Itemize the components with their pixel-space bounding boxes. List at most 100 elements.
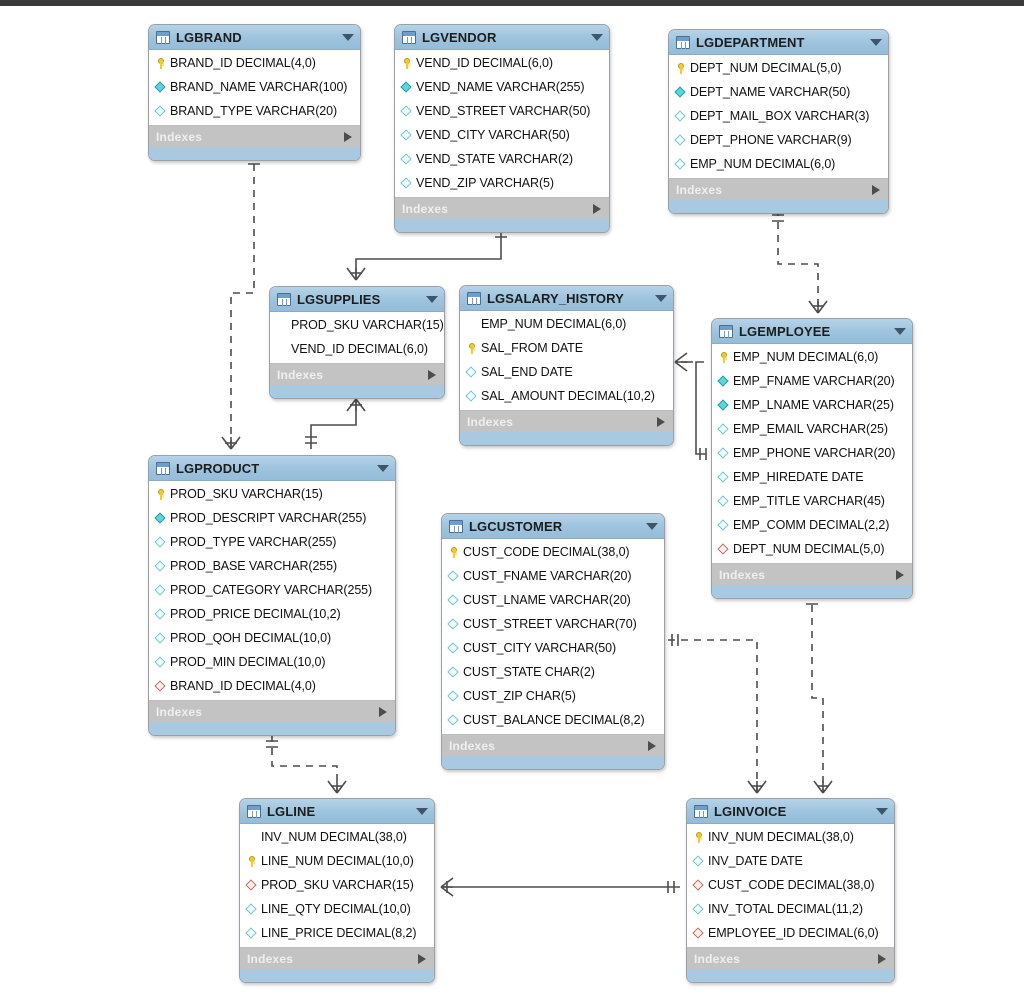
table-row[interactable]: DEPT_MAIL_BOX VARCHAR(3) — [669, 104, 888, 128]
chevron-right-icon[interactable] — [657, 416, 665, 427]
indexes-section-lgsalary_history[interactable]: Indexes — [460, 410, 673, 432]
indexes-section-lgdepartment[interactable]: Indexes — [669, 178, 888, 200]
table-row[interactable]: PROD_SKU VARCHAR(15) — [240, 873, 434, 897]
chevron-down-icon[interactable] — [646, 522, 658, 530]
table-row[interactable]: CUST_CITY VARCHAR(50) — [442, 636, 664, 660]
table-row[interactable]: EMP_LNAME VARCHAR(25) — [712, 393, 912, 417]
table-row[interactable]: PROD_QOH DECIMAL(10,0) — [149, 626, 395, 650]
chevron-right-icon[interactable] — [878, 953, 886, 964]
table-row[interactable]: DEPT_NUM DECIMAL(5,0) — [669, 56, 888, 80]
table-row[interactable]: INV_TOTAL DECIMAL(11,2) — [687, 897, 894, 921]
table-header-lgemployee[interactable]: LGEMPLOYEE — [712, 319, 912, 344]
table-row[interactable]: VEND_CITY VARCHAR(50) — [395, 123, 609, 147]
chevron-right-icon[interactable] — [896, 569, 904, 580]
table-row[interactable]: EMP_EMAIL VARCHAR(25) — [712, 417, 912, 441]
chevron-right-icon[interactable] — [593, 203, 601, 214]
table-header-lgdepartment[interactable]: LGDEPARTMENT — [669, 30, 888, 55]
table-row[interactable]: CUST_FNAME VARCHAR(20) — [442, 564, 664, 588]
indexes-section-lgproduct[interactable]: Indexes — [149, 700, 395, 722]
table-row[interactable]: EMP_TITLE VARCHAR(45) — [712, 489, 912, 513]
table-header-lginvoice[interactable]: LGINVOICE — [687, 799, 894, 824]
chevron-down-icon[interactable] — [416, 807, 428, 815]
table-row[interactable]: LINE_PRICE DECIMAL(8,2) — [240, 921, 434, 945]
table-row[interactable]: SAL_END DATE — [460, 360, 673, 384]
indexes-section-lginvoice[interactable]: Indexes — [687, 947, 894, 969]
table-row[interactable]: SAL_AMOUNT DECIMAL(10,2) — [460, 384, 673, 408]
table-row[interactable]: CUST_CODE DECIMAL(38,0) — [442, 540, 664, 564]
table-row[interactable]: INV_DATE DATE — [687, 849, 894, 873]
table-row[interactable]: LINE_NUM DECIMAL(10,0) — [240, 849, 434, 873]
indexes-section-lgsupplies[interactable]: Indexes — [270, 363, 444, 385]
chevron-down-icon[interactable] — [894, 327, 906, 335]
chevron-right-icon[interactable] — [379, 706, 387, 717]
table-row[interactable]: PROD_BASE VARCHAR(255) — [149, 554, 395, 578]
chevron-right-icon[interactable] — [648, 740, 656, 751]
table-row[interactable]: PROD_MIN DECIMAL(10,0) — [149, 650, 395, 674]
table-row[interactable]: BRAND_ID DECIMAL(4,0) — [149, 51, 360, 75]
table-row[interactable]: VEND_STATE VARCHAR(2) — [395, 147, 609, 171]
table-row[interactable]: LINE_QTY DECIMAL(10,0) — [240, 897, 434, 921]
table-row[interactable]: PROD_SKU VARCHAR(15) — [270, 313, 444, 337]
chevron-down-icon[interactable] — [342, 33, 354, 41]
chevron-down-icon[interactable] — [870, 38, 882, 46]
table-row[interactable]: EMP_HIREDATE DATE — [712, 465, 912, 489]
table-header-lgbrand[interactable]: LGBRAND — [149, 25, 360, 50]
indexes-section-lgemployee[interactable]: Indexes — [712, 563, 912, 585]
table-row[interactable]: VEND_ID DECIMAL(6,0) — [395, 51, 609, 75]
table-row[interactable]: PROD_PRICE DECIMAL(10,2) — [149, 602, 395, 626]
table-row[interactable]: PROD_TYPE VARCHAR(255) — [149, 530, 395, 554]
table-row[interactable]: VEND_ZIP VARCHAR(5) — [395, 171, 609, 195]
table-row[interactable]: EMP_FNAME VARCHAR(20) — [712, 369, 912, 393]
table-row[interactable]: VEND_STREET VARCHAR(50) — [395, 99, 609, 123]
table-row[interactable]: DEPT_NAME VARCHAR(50) — [669, 80, 888, 104]
table-row[interactable]: CUST_LNAME VARCHAR(20) — [442, 588, 664, 612]
chevron-down-icon[interactable] — [876, 807, 888, 815]
table-row[interactable]: VEND_NAME VARCHAR(255) — [395, 75, 609, 99]
table-row[interactable]: BRAND_NAME VARCHAR(100) — [149, 75, 360, 99]
chevron-right-icon[interactable] — [344, 131, 352, 142]
chevron-down-icon[interactable] — [655, 294, 667, 302]
table-row[interactable]: CUST_STREET VARCHAR(70) — [442, 612, 664, 636]
table-header-lgvendor[interactable]: LGVENDOR — [395, 25, 609, 50]
table-row[interactable]: CUST_ZIP CHAR(5) — [442, 684, 664, 708]
chevron-down-icon[interactable] — [591, 33, 603, 41]
table-row[interactable]: VEND_ID DECIMAL(6,0) — [270, 337, 444, 361]
table-row[interactable]: EMP_COMM DECIMAL(2,2) — [712, 513, 912, 537]
table-header-lgsupplies[interactable]: LGSUPPLIES — [270, 287, 444, 312]
table-row[interactable]: PROD_DESCRIPT VARCHAR(255) — [149, 506, 395, 530]
table-header-lgline[interactable]: LGLINE — [240, 799, 434, 824]
table-row[interactable]: EMPLOYEE_ID DECIMAL(6,0) — [687, 921, 894, 945]
table-row[interactable]: BRAND_TYPE VARCHAR(20) — [149, 99, 360, 123]
table-header-lgproduct[interactable]: LGPRODUCT — [149, 456, 395, 481]
table-header-lgsalary_history[interactable]: LGSALARY_HISTORY — [460, 286, 673, 311]
indexes-section-lgbrand[interactable]: Indexes — [149, 125, 360, 147]
chevron-right-icon[interactable] — [872, 184, 880, 195]
table-row[interactable]: BRAND_ID DECIMAL(4,0) — [149, 674, 395, 698]
table-row[interactable]: SAL_FROM DATE — [460, 336, 673, 360]
chevron-right-icon[interactable] — [418, 953, 426, 964]
table-row[interactable]: DEPT_PHONE VARCHAR(9) — [669, 128, 888, 152]
chevron-down-icon[interactable] — [426, 295, 438, 303]
table-row[interactable]: EMP_PHONE VARCHAR(20) — [712, 441, 912, 465]
indexes-section-lgcustomer[interactable]: Indexes — [442, 734, 664, 756]
chevron-right-icon[interactable] — [428, 369, 436, 380]
table-row[interactable]: EMP_NUM DECIMAL(6,0) — [712, 345, 912, 369]
table-row[interactable]: EMP_NUM DECIMAL(6,0) — [669, 152, 888, 176]
table-row[interactable]: CUST_BALANCE DECIMAL(8,2) — [442, 708, 664, 732]
table-row[interactable]: PROD_CATEGORY VARCHAR(255) — [149, 578, 395, 602]
indexes-section-lgvendor[interactable]: Indexes — [395, 197, 609, 219]
indexes-section-lgline[interactable]: Indexes — [240, 947, 434, 969]
table-row[interactable]: CUST_STATE CHAR(2) — [442, 660, 664, 684]
table-row[interactable]: PROD_SKU VARCHAR(15) — [149, 482, 395, 506]
